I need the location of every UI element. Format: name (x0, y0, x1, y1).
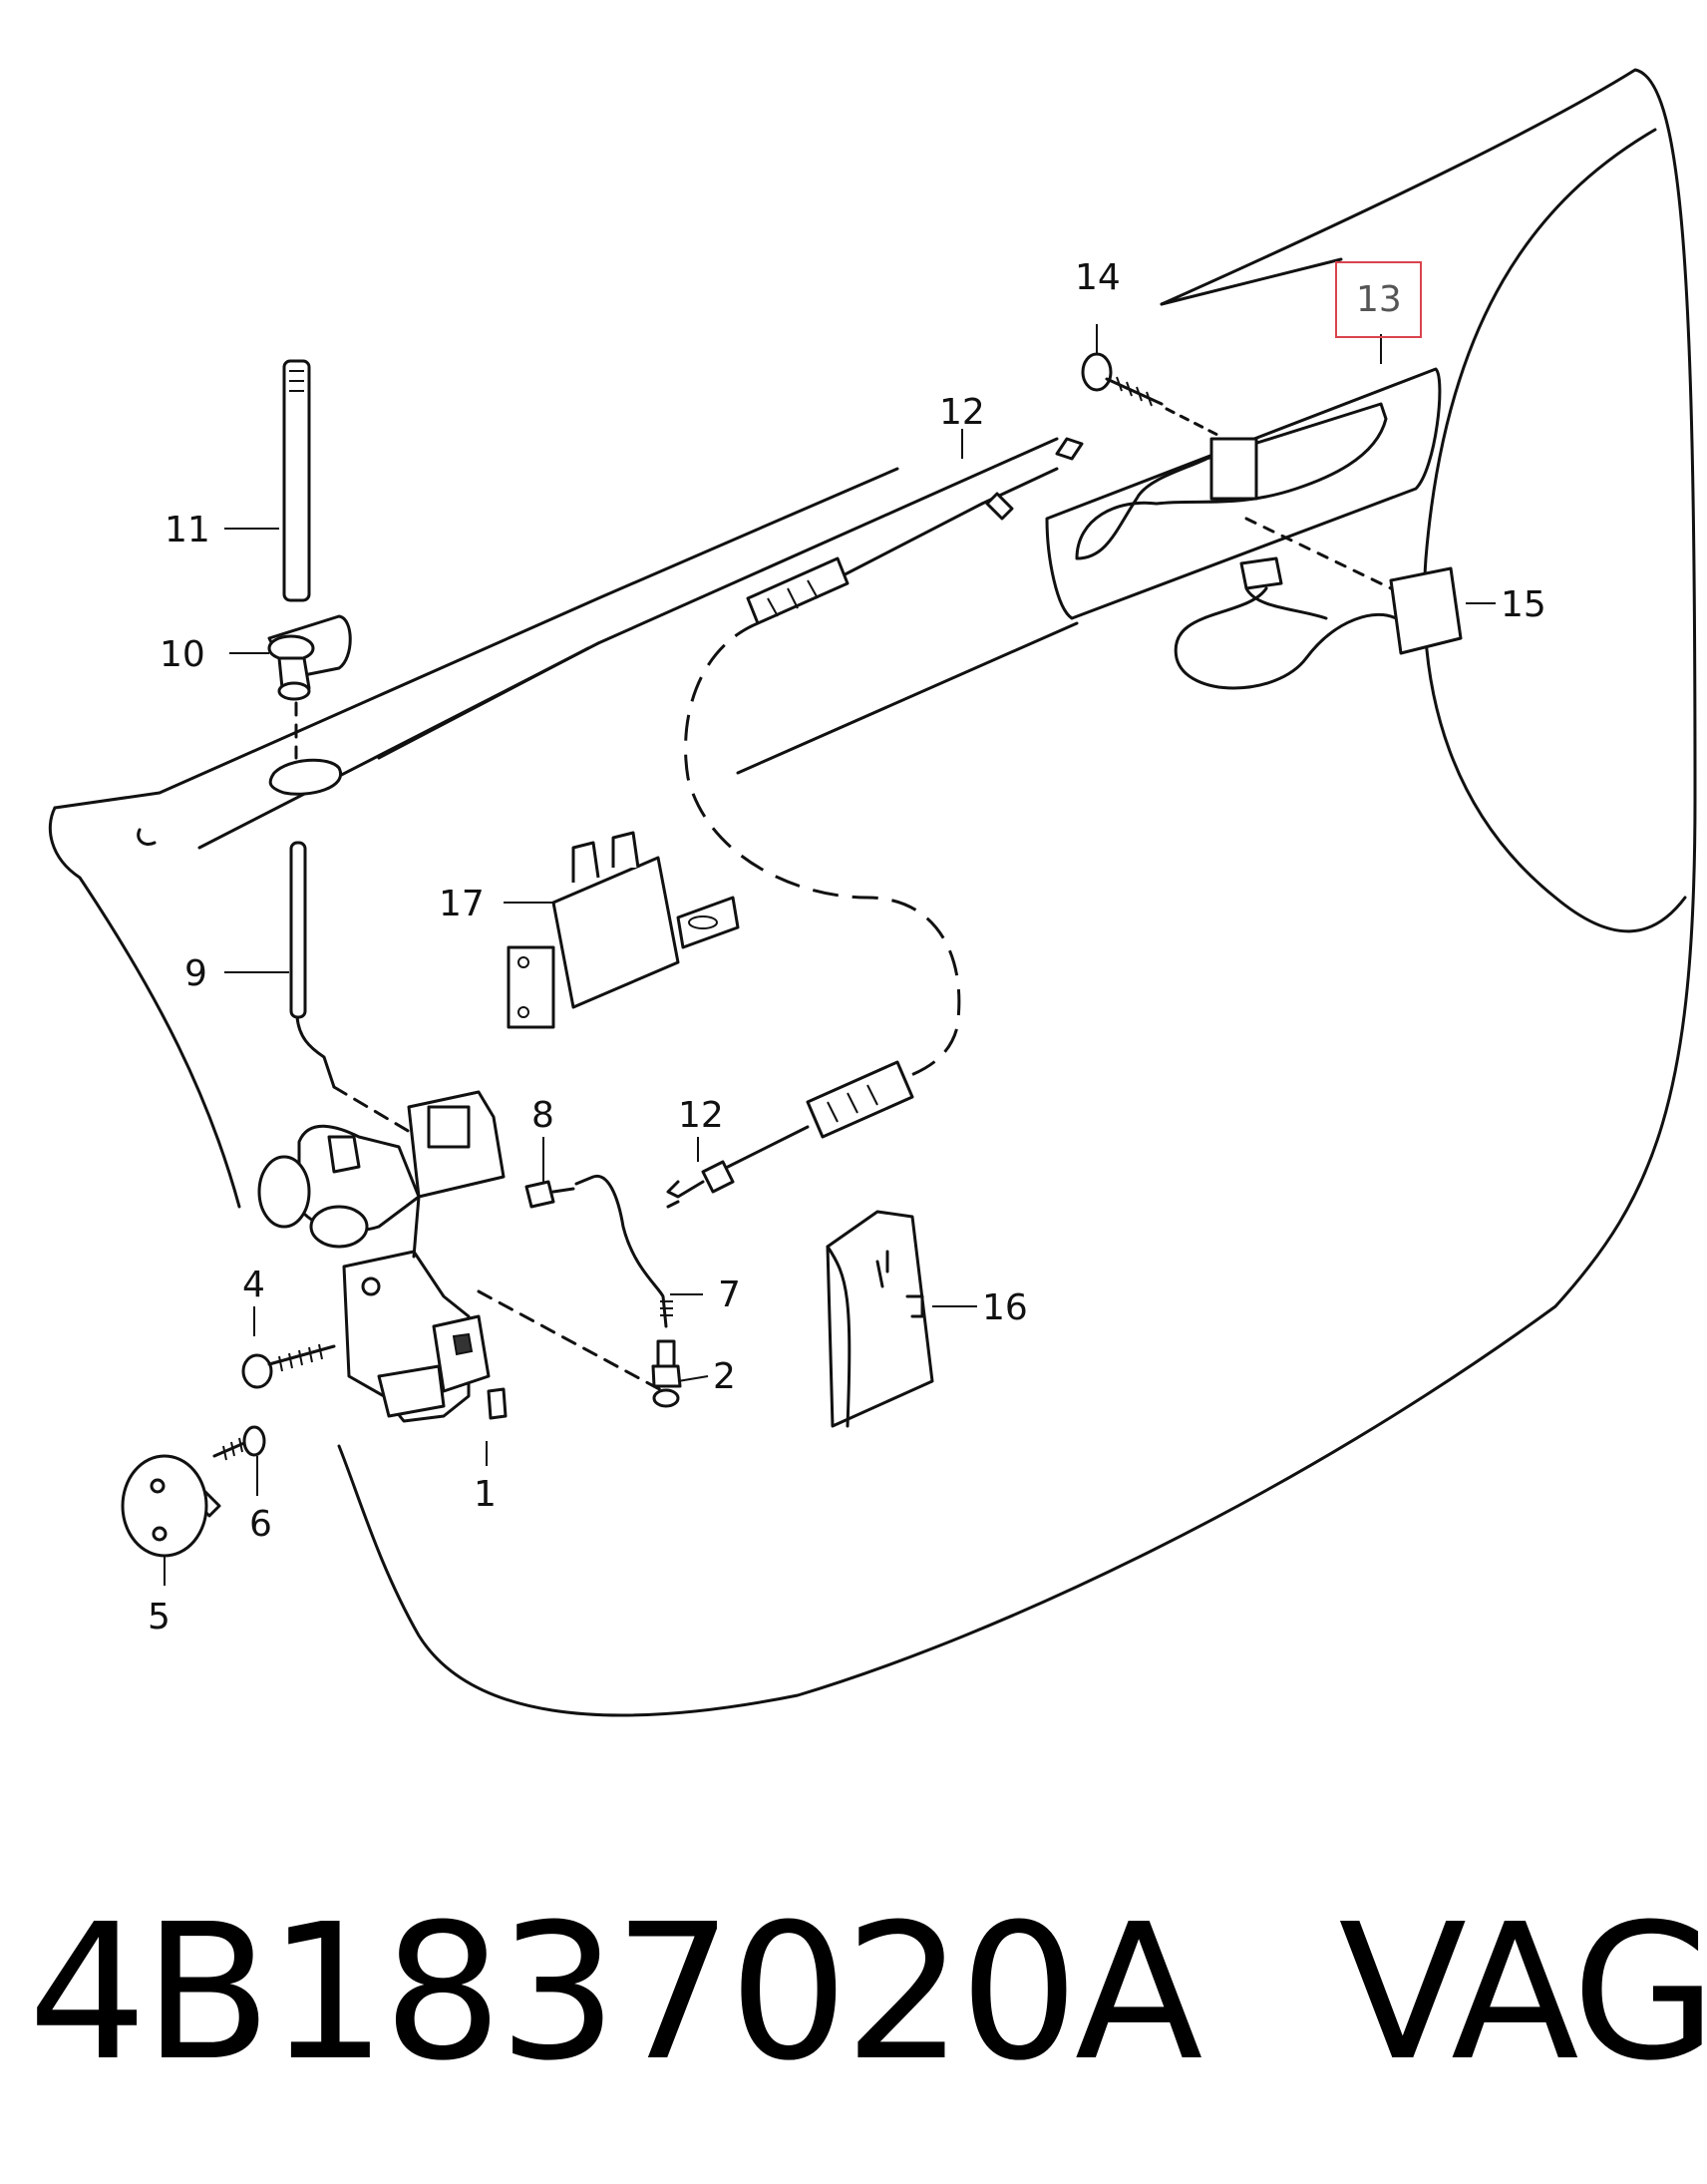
callout-17: 17 (439, 884, 485, 924)
callout-9: 9 (184, 953, 207, 994)
leader-lines (164, 324, 1496, 1586)
clip-8 (524, 1180, 575, 1209)
callout-4: 4 (242, 1265, 265, 1305)
callout-5: 5 (148, 1597, 171, 1638)
door-lock-1 (257, 1090, 508, 1423)
callout-14: 14 (1075, 257, 1121, 298)
callout-15: 15 (1501, 584, 1546, 625)
switch-15 (1174, 517, 1463, 690)
clip-2 (477, 1289, 682, 1408)
cover-plate-16 (826, 1210, 934, 1428)
callout-16: 16 (982, 1287, 1028, 1328)
cable-12-upper (684, 437, 1084, 1089)
brand-name: VAG (1338, 1884, 1707, 2102)
door-handle-trim (1045, 367, 1442, 620)
callout-7: 7 (718, 1274, 741, 1315)
callout-11: 11 (165, 510, 210, 550)
callout-2: 2 (713, 1356, 736, 1397)
callout-6: 6 (249, 1504, 272, 1545)
screw-6 (212, 1425, 266, 1461)
grommet-10 (267, 614, 352, 796)
striker-5 (121, 1454, 221, 1558)
bracket-17 (507, 831, 740, 1029)
part-number: 4B1837020A (28, 1884, 1202, 2102)
cable-12-lower (666, 1060, 914, 1209)
callout-12-lower: 12 (678, 1095, 724, 1136)
highlight-box (1335, 261, 1422, 338)
callout-10: 10 (160, 634, 205, 675)
door-panel-outline (48, 68, 1697, 1717)
door-lock-parts-diagram: 1 2 4 5 6 7 8 9 10 11 12 12 13 14 15 16 … (48, 68, 1697, 1717)
pin-11 (282, 359, 311, 602)
callout-13: 13 (1356, 279, 1402, 320)
screw-4 (241, 1343, 336, 1389)
callout-8: 8 (531, 1095, 554, 1136)
callout-1: 1 (474, 1474, 497, 1515)
screw-14 (1081, 352, 1223, 439)
callout-12-upper: 12 (939, 392, 985, 433)
rod-7 (574, 1174, 673, 1328)
